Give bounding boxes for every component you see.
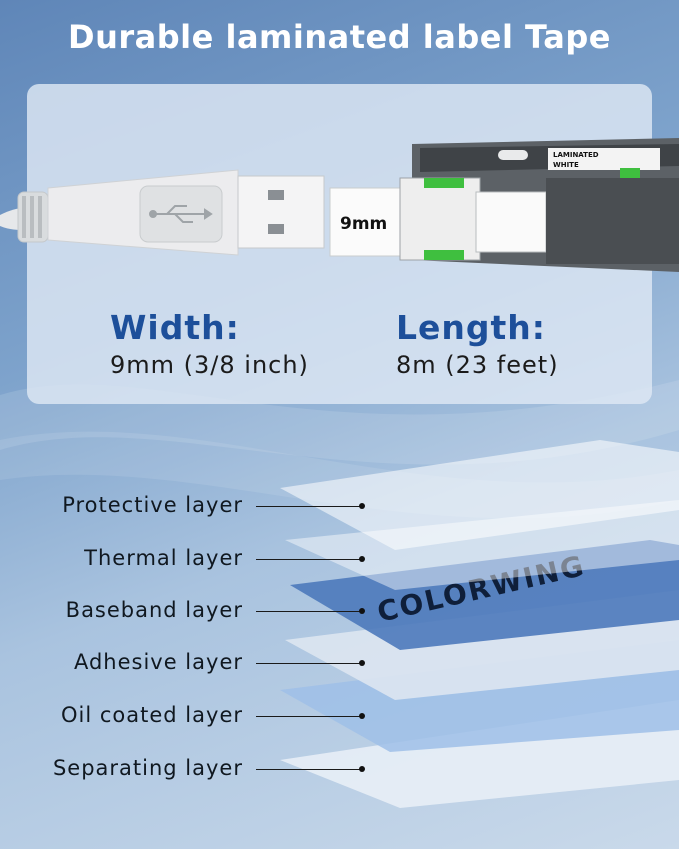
tape-text: 9mm (340, 214, 387, 234)
baseband-sheet (290, 540, 679, 650)
leader-line (256, 611, 360, 612)
width-label: Width: (110, 308, 240, 347)
layer-label-baseband: Baseband layer (65, 598, 243, 622)
leader-dot (359, 660, 365, 666)
protective-sheet (280, 440, 679, 550)
layer-label-protective: Protective layer (62, 493, 243, 517)
length-label: Length: (396, 308, 546, 347)
leader-line (256, 506, 360, 507)
layer-label-adhesive: Adhesive layer (73, 650, 243, 674)
leader-line (256, 716, 360, 717)
layer-row-protective: Protective layer (0, 493, 679, 523)
cassette-text-2: WHITE (553, 161, 579, 169)
layer-label-separating: Separating layer (52, 756, 243, 780)
layer-row-baseband: Baseband layer (0, 598, 679, 628)
leader-dot (359, 503, 365, 509)
layer-label-oil-coated: Oil coated layer (61, 703, 243, 727)
layer-row-thermal: Thermal layer (0, 546, 679, 576)
layer-label-thermal: Thermal layer (84, 546, 243, 570)
leader-dot (359, 713, 365, 719)
leader-line (256, 769, 360, 770)
leader-dot (359, 556, 365, 562)
layer-row-separating: Separating layer (0, 756, 679, 786)
usb-icon (149, 205, 213, 223)
layer-row-adhesive: Adhesive layer (0, 650, 679, 680)
width-value: 9mm (3/8 inch) (110, 351, 309, 379)
width-spec: Width: 9mm (3/8 inch) (110, 308, 309, 379)
cassette-text-1: LAMINATED (553, 151, 599, 159)
leader-line (256, 663, 360, 664)
headline: Durable laminated label Tape (68, 18, 611, 56)
leader-line (256, 559, 360, 560)
leader-dot (359, 608, 365, 614)
length-spec: Length: 8m (23 feet) (396, 308, 559, 379)
leader-dot (359, 766, 365, 772)
length-value: 8m (23 feet) (396, 351, 559, 379)
layer-row-oil-coated: Oil coated layer (0, 703, 679, 733)
usb-and-tape-illustration: 9mm LAMINATED WHITE (0, 138, 679, 272)
layers-illustration: COLORWING (280, 440, 679, 808)
